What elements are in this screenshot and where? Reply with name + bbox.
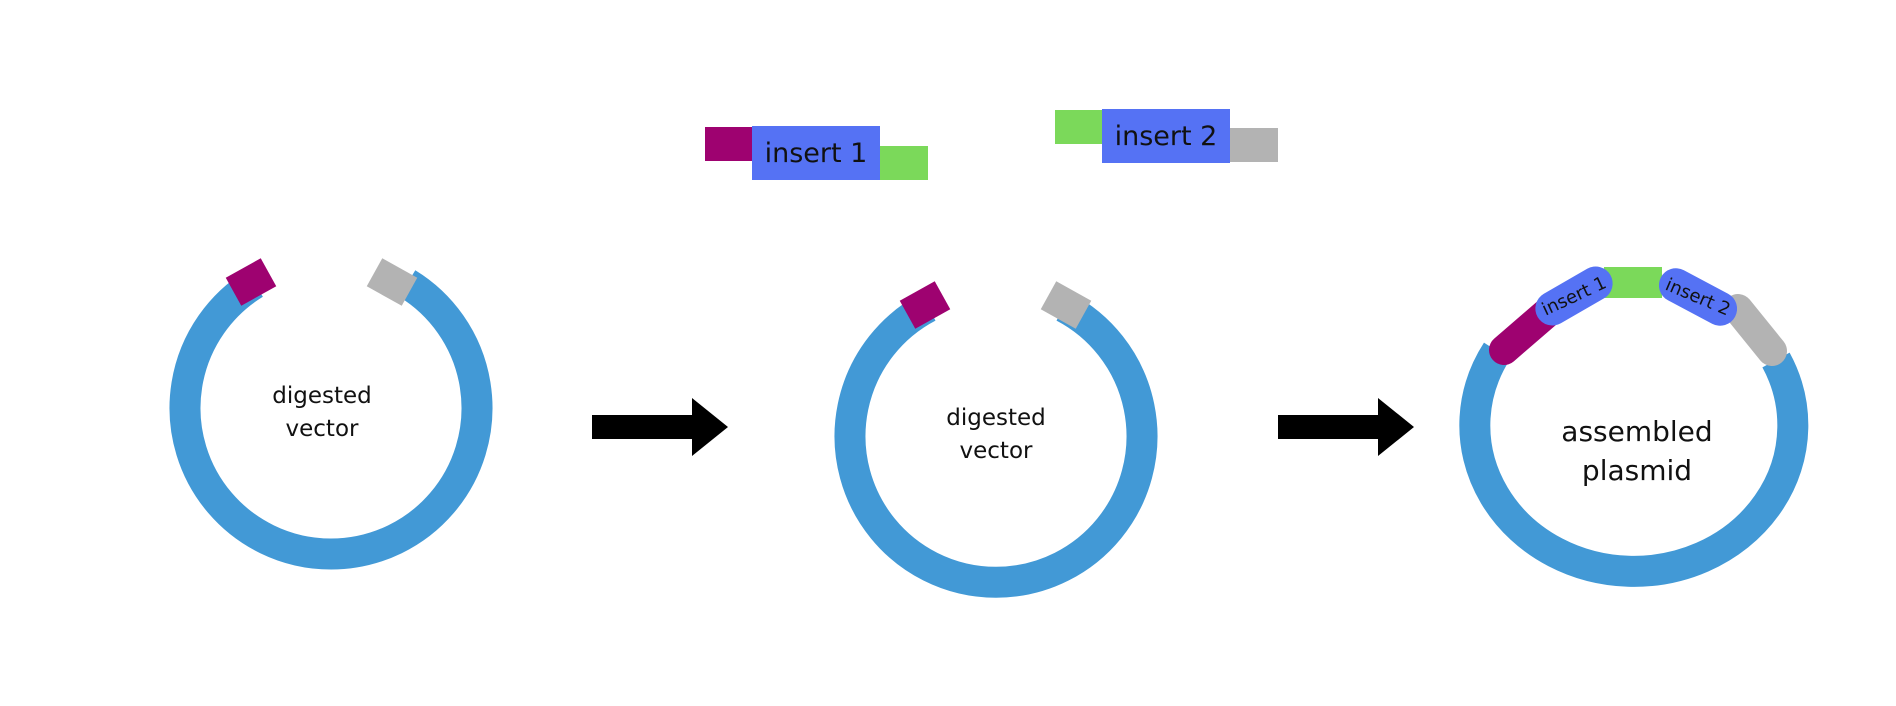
insert-1-end-purple <box>705 127 753 161</box>
plasmid-insert-2 <box>1658 268 1738 326</box>
right-arrow-icon <box>1278 398 1414 456</box>
vector-backbone-2 <box>834 293 1158 598</box>
insert-1-fragment: insert 1 <box>705 126 928 180</box>
plasmid-insert-1 <box>1535 266 1613 326</box>
vector-label-1-line1: digested <box>272 383 372 409</box>
vector-label-2-line1: digested <box>946 405 1046 431</box>
plasmid-label-line1: assembled <box>1561 415 1712 448</box>
plasmid-backbone <box>1459 342 1809 587</box>
insert-1-label: insert 1 <box>765 138 868 169</box>
insert-2-fragment: insert 2 <box>1055 109 1278 163</box>
vector-label-1-line2: vector <box>286 416 359 442</box>
vector-end-gray-2 <box>1040 281 1092 329</box>
vector-end-gray-1 <box>366 258 418 306</box>
insert-2-end-gray <box>1230 128 1278 162</box>
digested-vector-1: digested vector <box>169 258 493 570</box>
vector-end-purple-2 <box>899 281 951 329</box>
vector-backbone-1 <box>169 270 493 570</box>
vector-label-2-line2: vector <box>960 438 1033 464</box>
insert-1-body <box>752 126 880 180</box>
insert-2-body <box>1102 109 1230 163</box>
insert-1-end-green <box>880 146 928 180</box>
insert-2-end-green <box>1055 110 1103 144</box>
insert-2-label: insert 2 <box>1115 121 1218 152</box>
vector-end-purple-1 <box>225 258 277 306</box>
plasmid-segment-green <box>1604 267 1662 298</box>
digested-vector-2: digested vector <box>834 281 1158 598</box>
right-arrow-icon <box>592 398 728 456</box>
plasmid-label-line2: plasmid <box>1582 454 1692 487</box>
assembled-plasmid: insert 1 insert 2 assembled plasmid <box>1459 266 1809 587</box>
plasmid-segment-gray <box>1723 294 1787 366</box>
